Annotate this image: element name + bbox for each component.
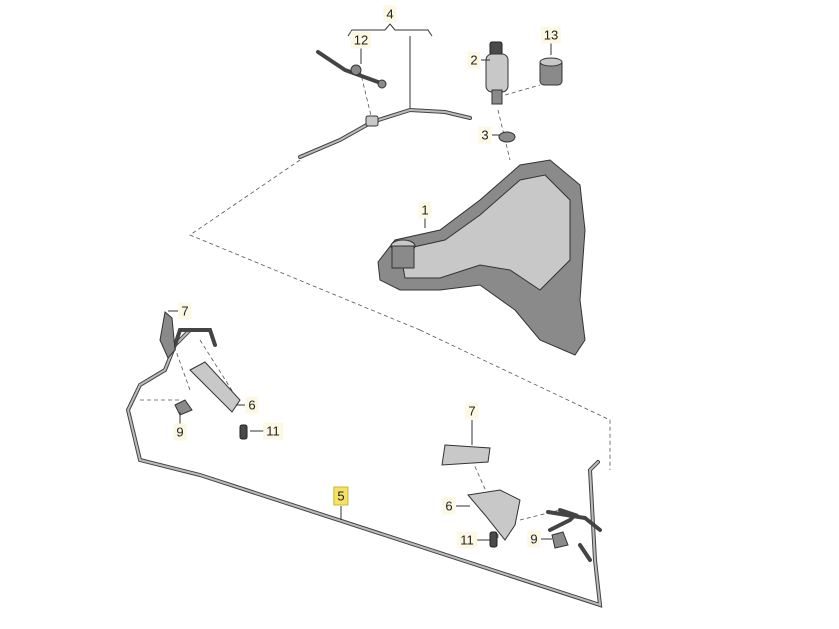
label-main-hose[interactable]: 5 [333, 486, 349, 506]
leader-lines [168, 23, 552, 541]
main-hose [125, 328, 603, 608]
label-cap-left[interactable]: 7 [178, 302, 192, 320]
label-screw-left[interactable]: 11 [263, 422, 283, 440]
label-pump-seal[interactable]: 13 [540, 26, 562, 44]
reservoir [377, 159, 586, 356]
label-hose-connector[interactable]: 12 [350, 31, 372, 49]
label-nozzle-left[interactable]: 6 [245, 396, 259, 414]
label-grommet[interactable]: 3 [478, 126, 492, 144]
label-reservoir[interactable]: 1 [418, 201, 432, 219]
label-washer-pump[interactable]: 2 [467, 51, 481, 69]
upper-hose [298, 36, 472, 159]
washer-pump [485, 41, 563, 143]
label-clip-left[interactable]: 9 [173, 423, 187, 441]
label-screw-right[interactable]: 11 [457, 531, 477, 549]
label-nozzle-right[interactable]: 6 [442, 497, 456, 515]
label-hose-set[interactable]: 4 [383, 5, 397, 23]
left-nozzle-group [159, 311, 248, 440]
label-cap-right[interactable]: 7 [465, 402, 479, 420]
right-nozzle-group [441, 444, 569, 549]
label-clip-right[interactable]: 9 [527, 530, 541, 548]
